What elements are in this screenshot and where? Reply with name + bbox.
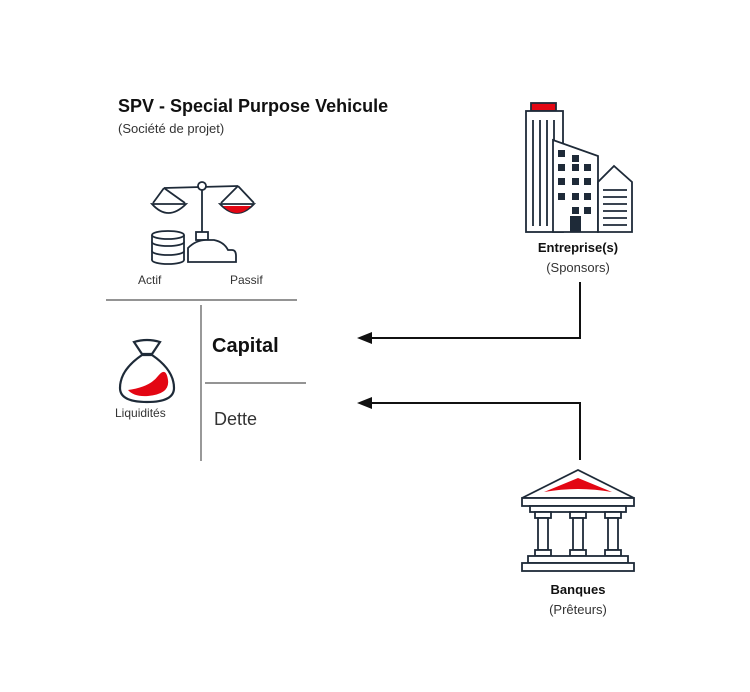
dette-label: Dette [214, 409, 258, 429]
actif-label: Actif [138, 273, 162, 287]
arrow-sponsors-to-capital [357, 282, 581, 344]
liquidites-label: Liquidités [115, 406, 166, 420]
banques-title: Banques [550, 582, 606, 597]
banques-subtitle: (Prêteurs) [549, 602, 607, 617]
capital-label: Capital [212, 335, 279, 357]
bank-icon [521, 468, 635, 572]
entreprises-subtitle: (Sponsors) [546, 260, 610, 275]
arrow-banks-to-dette [357, 397, 581, 460]
scale-icon [149, 181, 257, 263]
money-bag-icon [118, 338, 176, 404]
passif-label: Passif [230, 273, 263, 287]
office-building-icon [525, 102, 633, 233]
entreprises-title: Entreprise(s) [537, 240, 619, 255]
coins-icon [151, 230, 185, 265]
spv-subtitle: (Société de projet) [118, 121, 225, 136]
spv-title: SPV - Special Purpose Vehicule [118, 96, 389, 116]
